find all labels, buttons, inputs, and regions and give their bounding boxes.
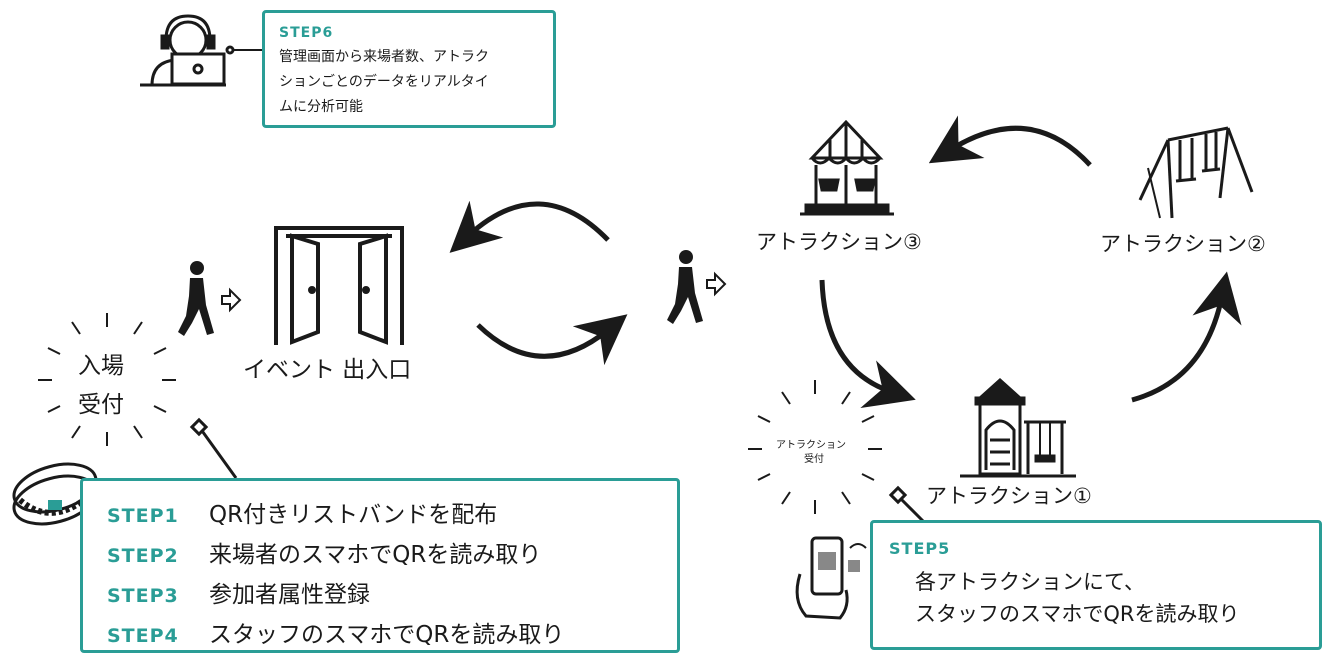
step4-title: STEP4 <box>107 625 179 647</box>
connector <box>888 485 926 524</box>
door-icon <box>274 226 404 345</box>
operator-laptop-icon <box>140 14 262 87</box>
smartphone-qr-icon <box>795 536 867 620</box>
step1-text: QR付きリストバンドを配布 <box>209 502 498 528</box>
step5-text-line-2: スタッフのスマホでQRを読み取り <box>915 602 1240 626</box>
step4-text: スタッフのスマホでQRを読み取り <box>209 622 565 648</box>
flow-arrow-entrance-to-1 <box>819 279 916 408</box>
entry-reception-label-line-1: 入場 <box>78 353 124 379</box>
step6-title: STEP6 <box>279 25 334 41</box>
enter-arrow-icon <box>706 271 727 297</box>
step6-text-line-2: ションごとのデータをリアルタイ <box>279 74 489 90</box>
attraction-reception-label-line-2: 受付 <box>804 454 824 465</box>
step2-text: 来場者のスマホでQRを読み取り <box>209 542 542 568</box>
attraction-1-label: アトラクション① <box>926 484 1092 508</box>
step6-box: STEP6 管理画面から来場者数、アトラク ションごとのデータをリアルタイ ムに… <box>262 10 556 128</box>
step-row: STEP4 スタッフのスマホでQRを読み取り <box>107 615 665 649</box>
entry-reception-label-line-2: 受付 <box>78 392 124 418</box>
step6-text-line-1: 管理画面から来場者数、アトラク <box>279 49 489 65</box>
reception-burst <box>38 313 176 446</box>
step1-title: STEP1 <box>107 505 179 527</box>
enter-arrow-icon <box>221 287 242 313</box>
carousel-icon <box>800 119 894 216</box>
attraction-2-label: アトラクション② <box>1100 232 1266 256</box>
walking-person-icon <box>667 250 703 324</box>
step-row: STEP3 参加者属性登録 <box>107 575 665 609</box>
connector <box>189 417 238 479</box>
swing-icon <box>1138 126 1254 219</box>
attraction-reception-burst <box>748 380 882 514</box>
steps-1-4-box: STEP1 QR付きリストバンドを配布 STEP2 来場者のスマホでQRを読み取… <box>80 478 680 653</box>
step5-box: STEP5 各アトラクションにて、 スタッフのスマホでQRを読み取り <box>870 520 1322 650</box>
step2-title: STEP2 <box>107 545 179 567</box>
step3-title: STEP3 <box>107 585 179 607</box>
step5-title: STEP5 <box>889 539 951 558</box>
step3-text: 参加者属性登録 <box>209 582 370 608</box>
entrance-label: イベント 出入口 <box>243 357 412 383</box>
flow-arrow-1-to-2 <box>1131 271 1242 403</box>
step6-text-line-3: ムに分析可能 <box>279 99 363 115</box>
attraction-3-label: アトラクション③ <box>756 230 922 254</box>
flow-arrow-2-to-3 <box>928 115 1092 167</box>
exit-arrow <box>449 200 610 253</box>
attraction-reception-label-line-1: アトラクション <box>776 440 846 451</box>
playground-icon <box>960 377 1076 478</box>
walking-person-icon <box>178 261 214 336</box>
step-row: STEP2 来場者のスマホでQRを読み取り <box>107 535 665 569</box>
enter-flow-arrow <box>476 314 628 366</box>
step-row: STEP1 QR付きリストバンドを配布 <box>107 495 665 529</box>
step5-text-line-1: 各アトラクションにて、 <box>915 570 1145 594</box>
